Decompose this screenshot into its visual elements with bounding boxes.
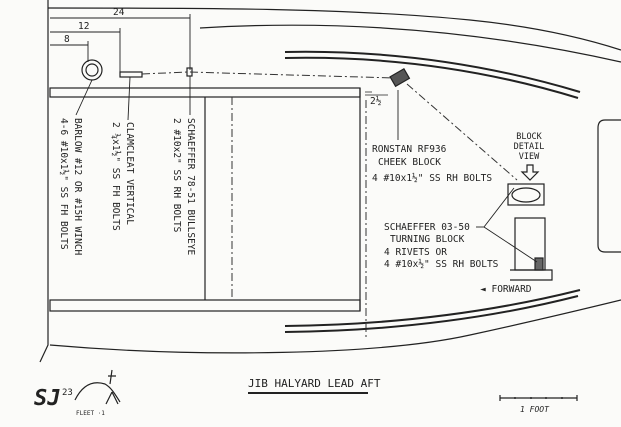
forward-label: FORWARD — [491, 284, 532, 295]
clamcleat-icon — [119, 71, 143, 78]
winch-label-line2: 4-6 #10x1½" SS FH BOLTS — [58, 118, 69, 250]
block-detail-label: BLOCK DETAIL VIEW — [508, 132, 550, 162]
winch-icon — [81, 59, 103, 81]
turning-block-line1: SCHAEFFER 03-50 — [384, 222, 470, 233]
cockpit-well — [204, 88, 361, 311]
centerline-dashes — [231, 97, 367, 340]
genoa-track-bottom — [284, 289, 581, 333]
svg-text:FLEET ·1: FLEET ·1 — [76, 410, 105, 417]
dim-offset: 2½ — [370, 96, 382, 107]
turning-block-label: SCHAEFFER 03-50 TURNING BLOCK 4 RIVETS O… — [384, 222, 498, 271]
dim-8: 8 — [64, 34, 70, 45]
genoa-track-top — [284, 50, 581, 99]
drawing-title: JIB HALYARD LEAD AFT — [248, 377, 381, 390]
cheek-block-line2: CHEEK BLOCK — [378, 157, 441, 168]
scale-bar — [499, 395, 578, 401]
cheek-block-line1: RONSTAN RF936 — [372, 144, 447, 155]
hull-sheer-top — [47, 7, 621, 51]
cheek-block-label: RONSTAN RF936 CHEEK BLOCK 4 #10x1½" SS R… — [372, 143, 492, 185]
hull-outline-top — [39, 0, 49, 363]
clamcleat-label: CLAMCLEAT VERTICAL 2 ¼x1½" SS FH BOLTS — [108, 122, 136, 231]
turning-block-line2: TURNING BLOCK — [390, 234, 465, 245]
scale-label: 1 FOOT — [520, 405, 550, 414]
hull-sheer-bottom — [49, 299, 621, 354]
block-detail-line3: VIEW — [518, 152, 540, 162]
block-detail-line2: DETAIL — [513, 142, 545, 152]
cabin-edge — [597, 119, 621, 253]
turning-block-line3: 4 RIVETS OR — [384, 247, 447, 258]
halyard-line — [141, 71, 396, 79]
winch-label: BARLOW #12 OR #15H WINCH 4-6 #10x1½" SS … — [56, 118, 84, 255]
cockpit-seat-bottom — [49, 299, 361, 312]
clamcleat-label-line1: CLAMCLEAT VERTICAL — [124, 122, 135, 225]
bullseye-label-line1: SCHAEFFER 78-51 BULLSEYE — [185, 118, 196, 256]
block-detail-box — [507, 183, 545, 206]
forward-indicator: ◄ FORWARD — [480, 284, 532, 295]
bullseye-label-line2: 2 #10x2" SS RH BOLTS — [171, 118, 182, 233]
hull-inner-line-top — [199, 24, 621, 63]
dim-24: 24 — [113, 7, 125, 18]
clamcleat-label-line2: 2 ¼x1½" SS FH BOLTS — [110, 122, 121, 231]
cheek-block-line3: 4 #10x1½" SS RH BOLTS — [372, 173, 493, 184]
winch-label-line1: BARLOW #12 OR #15H WINCH — [72, 118, 83, 256]
svg-text:23: 23 — [62, 388, 73, 398]
arrow-left-icon: ◄ — [480, 284, 486, 295]
cockpit-seat-top — [49, 87, 361, 98]
arrow-down-icon — [520, 164, 540, 181]
cheek-block-icon — [389, 67, 411, 88]
bullseye-label: SCHAEFFER 78-51 BULLSEYE 2 #10x2" SS RH … — [169, 118, 197, 255]
fleet-logo: SJ 23 FLEET ·1 — [34, 369, 121, 417]
svg-text:SJ: SJ — [34, 386, 61, 411]
dimension-lines — [50, 14, 191, 72]
block-detail-line1: BLOCK — [516, 132, 542, 142]
dim-12: 12 — [78, 21, 89, 32]
turning-block-icon — [534, 257, 544, 271]
turning-block-line4: 4 #10x½" SS RH BOLTS — [384, 259, 499, 270]
